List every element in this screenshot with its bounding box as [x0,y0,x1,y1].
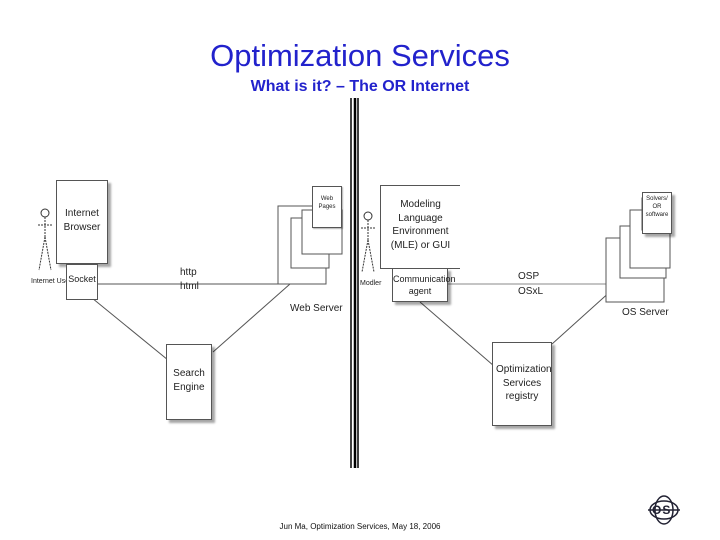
communication-agent-box: Communication agent [392,268,456,302]
slide-subtitle: What is it? – The OR Internet [250,78,470,95]
modler-label: Modler [360,280,382,287]
os-logo: OS [652,503,672,517]
modler-figure [361,211,375,273]
communication-agent-label: Communication agent [393,274,456,297]
os-registry-box: Optimization Services registry [492,342,552,426]
center-divider [350,98,359,468]
search-engine-label: Search Engine [173,368,205,393]
socket-box: Socket [66,264,98,300]
internet-user-label: Internet User [31,278,72,285]
os-server-label: OS Server [622,307,669,318]
search-engine-box: Search Engine [166,344,212,420]
web-pages-label: Web Pages [318,196,336,211]
slide-footer: Jun Ma, Optimization Services, May 18, 2… [279,522,441,531]
http-label: http [180,267,197,278]
web-pages-box: Web Pages [312,186,342,228]
webserver-search-link [212,283,291,353]
internet-browser-box: Internet Browser [56,180,108,264]
mle-box: Modeling Language Environment (MLE) or G… [380,185,460,269]
osp-label: OSP [518,271,540,282]
socket-search-link [91,297,169,361]
html-label: html [180,281,199,292]
solver-label: Solvers/ OR software [645,196,669,218]
osserver-registry-link [551,289,613,345]
os-registry-label: Optimization Services registry [496,364,552,402]
agent-registry-link [419,301,495,367]
os-logo-graphic [648,495,680,525]
mle-label: Modeling Language Environment (MLE) or G… [390,199,451,251]
socket-label: Socket [68,274,96,284]
web-server-label: Web Server [290,303,343,314]
solver-box: Solvers/ OR software [642,192,672,234]
osxl-label: OSxL [518,286,544,297]
internet-browser-label: Internet Browser [63,208,101,233]
internet-user-figure [38,208,52,271]
slide-title: Optimization Services [210,38,510,73]
